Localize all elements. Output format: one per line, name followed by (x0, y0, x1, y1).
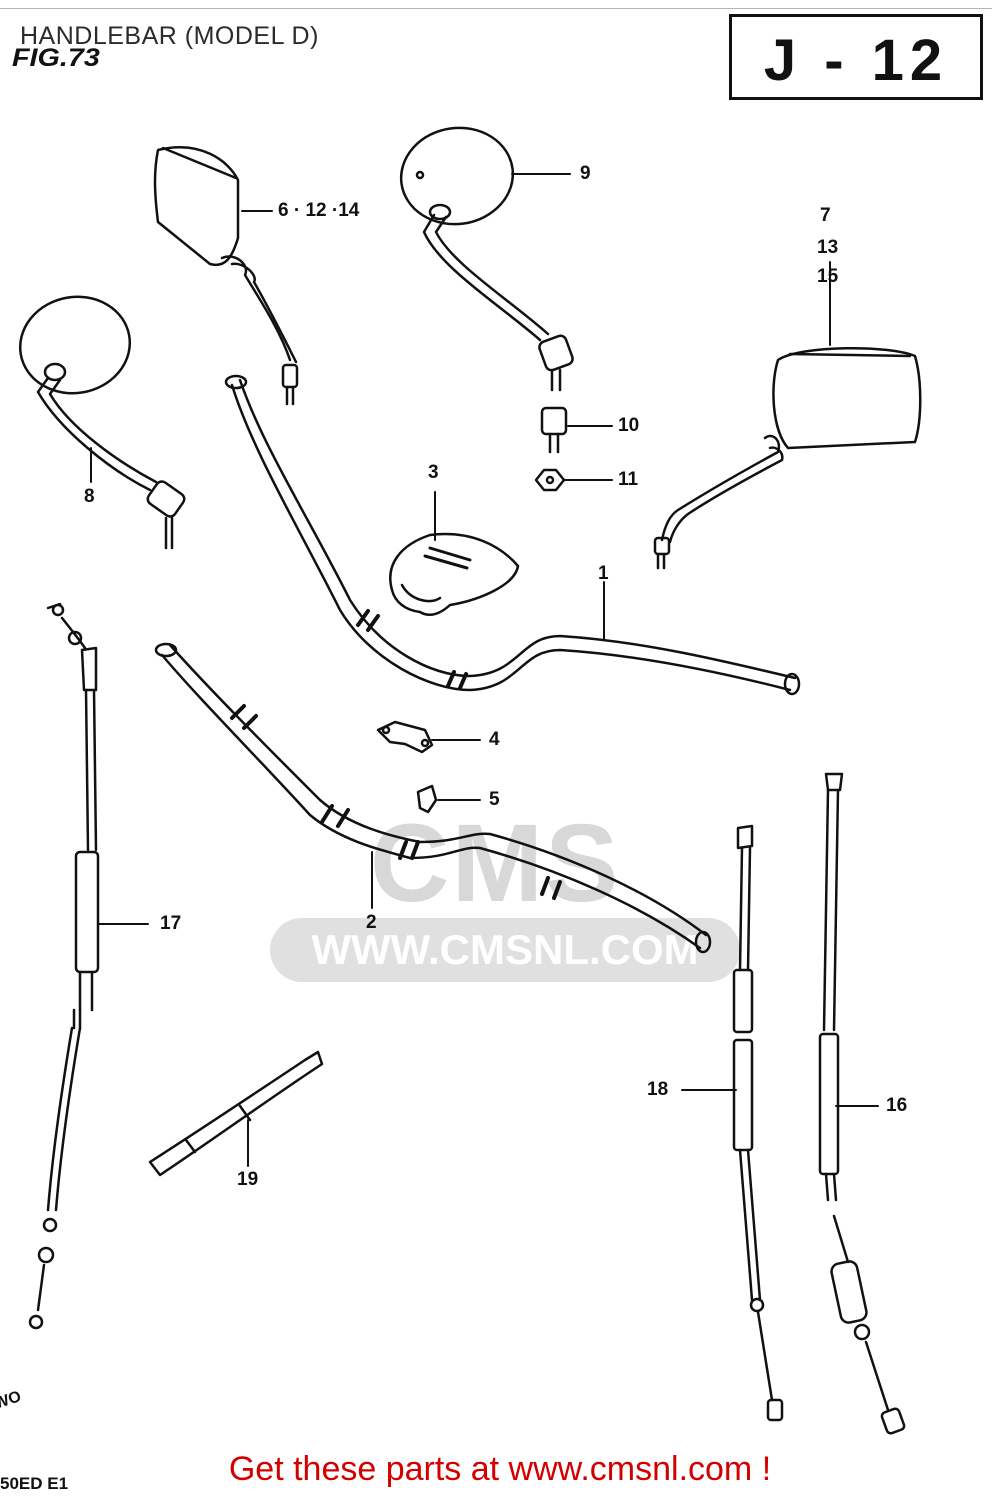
promo-link[interactable]: Get these parts at www.cmsnl.com ! (228, 1450, 772, 1488)
clamp-cover (389, 532, 520, 617)
mirror-rectangular-right (653, 347, 922, 570)
callout-4: 4 (489, 729, 500, 750)
figure-number: FIG.73 (12, 44, 100, 72)
callout-17: 17 (160, 913, 182, 934)
callout-7: 7 (820, 205, 831, 226)
page-code: J - 12 (763, 28, 949, 93)
callout-8: 8 (84, 486, 95, 507)
cable-part-16 (818, 772, 906, 1435)
callout-15: 15 (817, 266, 839, 287)
page-code-box: J - 12 (729, 14, 983, 100)
handlebar-upper (224, 374, 801, 696)
bracket-part-4 (376, 720, 434, 754)
handlebar-lower (154, 642, 712, 954)
mirror-rectangular-left (153, 146, 299, 406)
callout-13: 13 (817, 237, 839, 258)
top-rule (0, 8, 992, 9)
page-footer-code: 50ED E1 (0, 1474, 69, 1493)
watermark-url: WWW.CMSNL.COM (270, 918, 740, 982)
callout-10: 10 (618, 415, 640, 436)
callout-18: 18 (647, 1079, 669, 1100)
callout-1: 1 (598, 563, 609, 584)
cable-part-18 (732, 824, 784, 1422)
diagram-title: HANDLEBAR (MODEL D) (20, 22, 319, 50)
callout-19: 19 (237, 1169, 259, 1190)
callout-9: 9 (580, 163, 591, 184)
mirror-round-top (399, 126, 574, 392)
screw-part-5 (416, 784, 438, 814)
leader-lines (90, 173, 879, 1167)
strap-part-19 (148, 1050, 324, 1177)
mirror-round-left (18, 295, 186, 550)
callout-6-12-14: 6 · 12 ·14 (278, 200, 360, 221)
callout-16: 16 (886, 1095, 908, 1116)
callout-3: 3 (428, 462, 439, 483)
nut-part-11 (534, 468, 566, 492)
callout-5: 5 (489, 789, 500, 810)
adapter-part-10 (540, 406, 568, 454)
callout-2: 2 (366, 912, 377, 933)
cable-part-17 (28, 602, 100, 1330)
callout-11: 11 (618, 469, 639, 490)
